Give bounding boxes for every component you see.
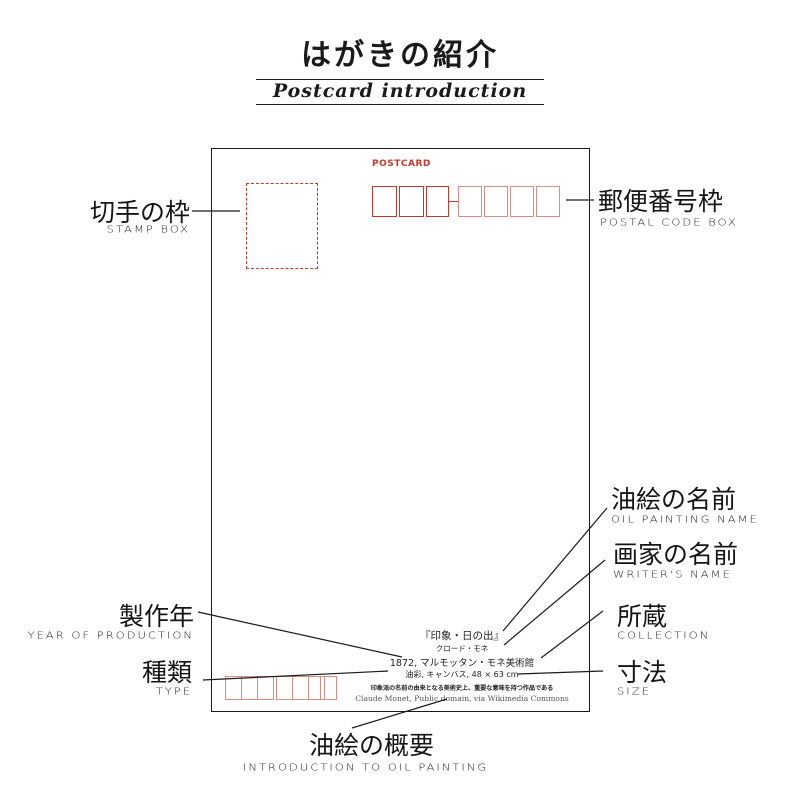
label-year-jp: 製作年 xyxy=(118,602,194,631)
sender-code-digit-6 xyxy=(308,676,325,700)
postal-code-digit-6 xyxy=(510,186,534,217)
label-collection-jp: 所蔵 xyxy=(617,602,668,631)
label-year-en: YEAR OF PRODUCTION xyxy=(27,629,194,641)
postal-code-digit-1 xyxy=(372,186,397,217)
sender-code-digit-7 xyxy=(320,676,337,700)
label-oil-painting-name-en: OIL PAINTING NAME xyxy=(611,513,759,525)
title-divider xyxy=(256,79,544,80)
page-subtitle: Postcard introduction xyxy=(272,80,528,102)
label-stamp-box-en: STAMP BOX xyxy=(106,223,190,235)
label-postal-code-en: POSTAL CODE BOX xyxy=(600,216,738,228)
leader-collection xyxy=(540,610,604,659)
image-credit: Claude Monet, Public domain, via Wikimed… xyxy=(355,694,569,703)
page-title: はがきの紹介 xyxy=(301,38,499,73)
label-postal-code-jp: 郵便番号枠 xyxy=(598,187,724,216)
leader-year xyxy=(197,611,403,658)
medium-size: 油彩, キャンバス, 48 × 63 cm xyxy=(405,670,519,679)
label-size-jp: 寸法 xyxy=(617,658,668,687)
label-oil-painting-name-jp: 油絵の名前 xyxy=(611,485,737,514)
postcard-label: POSTCARD xyxy=(372,159,431,169)
label-type-jp: 種類 xyxy=(141,658,192,687)
label-stamp-box-jp: 切手の枠 xyxy=(89,198,190,227)
year-collection: 1872, マルモッタン・モネ美術館 xyxy=(389,658,535,669)
postal-code-digit-7 xyxy=(536,186,560,217)
painting-description: 印象派の名前の由来となる美術史上、重要な意味を持つ作品である xyxy=(370,685,554,692)
leader-size xyxy=(517,670,604,675)
leader-writer-name xyxy=(503,559,606,646)
label-introduction-en: INTRODUCTION TO OIL PAINTING xyxy=(243,761,489,773)
postal-code-digit-5 xyxy=(484,186,508,217)
label-writer-name-en: WRITER'S NAME xyxy=(613,568,732,580)
leader-type xyxy=(202,670,389,681)
label-collection-en: COLLECTION xyxy=(617,629,711,641)
label-introduction-jp: 油絵の概要 xyxy=(308,731,434,760)
leader-oil-painting-name xyxy=(502,507,608,632)
postal-code-digit-3 xyxy=(426,186,449,217)
painting-title: 『印象・日の出』 xyxy=(420,630,504,642)
postcard xyxy=(211,148,590,712)
stamp-box xyxy=(246,183,318,269)
label-type-en: TYPE xyxy=(155,685,192,697)
artist-name: クロード・モネ xyxy=(435,644,489,653)
postal-code-digit-2 xyxy=(399,186,424,217)
postal-code-hyphen xyxy=(449,201,458,202)
label-writer-name-jp: 画家の名前 xyxy=(613,540,739,569)
subtitle-underline xyxy=(256,104,544,105)
postal-code-digit-4 xyxy=(458,186,482,217)
label-size-en: SIZE xyxy=(617,685,651,697)
leader-introduction xyxy=(351,698,448,729)
